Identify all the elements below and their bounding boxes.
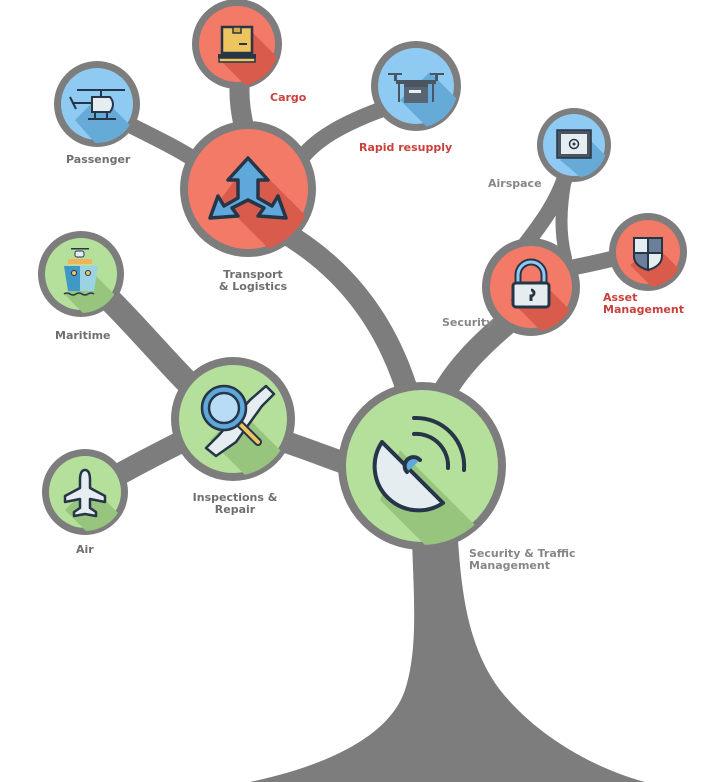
label-passenger: Passenger (66, 153, 131, 166)
airplane-icon (63, 468, 107, 518)
node-passenger[interactable] (54, 61, 140, 160)
label-root-line2: Management (469, 559, 550, 572)
branch-asset (562, 250, 623, 276)
node-cargo[interactable] (192, 0, 290, 100)
label-airspace: Airspace (488, 177, 542, 190)
node-transport[interactable] (180, 121, 330, 270)
label-inspections-line2: Repair (214, 503, 256, 516)
ship-helicopter-icon (63, 248, 98, 296)
branch-airspace2 (555, 172, 572, 264)
label-asset-line2: Management (603, 303, 684, 316)
satellite-dish-icon (372, 415, 467, 513)
label-transport-line2: & Logistics (218, 280, 288, 293)
branch-passenger (122, 117, 203, 168)
label-security: Security (442, 316, 494, 329)
label-rapid-resupply: Rapid resupply (359, 141, 453, 154)
radar-screen-icon (556, 129, 592, 159)
node-inspections-repair[interactable] (171, 357, 300, 490)
helicopter-icon (69, 89, 125, 120)
label-asset-line1: Asset (603, 291, 638, 304)
node-airspace[interactable] (537, 108, 620, 185)
label-transport-line1: Transport (223, 268, 283, 281)
label-inspections: Inspections & Repair (190, 492, 280, 516)
branch-air (107, 429, 196, 486)
node-security[interactable] (482, 238, 590, 350)
label-air: Air (76, 543, 94, 556)
label-inspections-line1: Inspections & (192, 491, 278, 504)
shield-icon (633, 237, 663, 272)
node-rapid-resupply[interactable] (371, 41, 470, 140)
node-asset-management[interactable] (609, 213, 690, 295)
three-way-arrows-icon (208, 156, 288, 220)
magnifier-wrench-icon (200, 384, 276, 458)
branch-maritime (98, 288, 202, 397)
label-asset-management: Asset Management (603, 292, 684, 316)
delivery-drone-icon (388, 73, 444, 103)
branch-transport (269, 219, 421, 411)
padlock-icon (511, 258, 551, 309)
label-transport: Transport & Logistics (218, 269, 288, 293)
cargo-box-pallet-icon (218, 25, 256, 63)
trunk (250, 540, 645, 782)
label-cargo: Cargo (270, 91, 307, 104)
label-root-line1: Security & Traffic (469, 547, 576, 560)
label-maritime: Maritime (55, 329, 111, 342)
label-security-traffic: Security & Traffic Management (469, 548, 576, 572)
node-security-traffic[interactable] (338, 382, 520, 600)
node-maritime[interactable] (38, 231, 130, 330)
node-air[interactable] (42, 449, 130, 545)
